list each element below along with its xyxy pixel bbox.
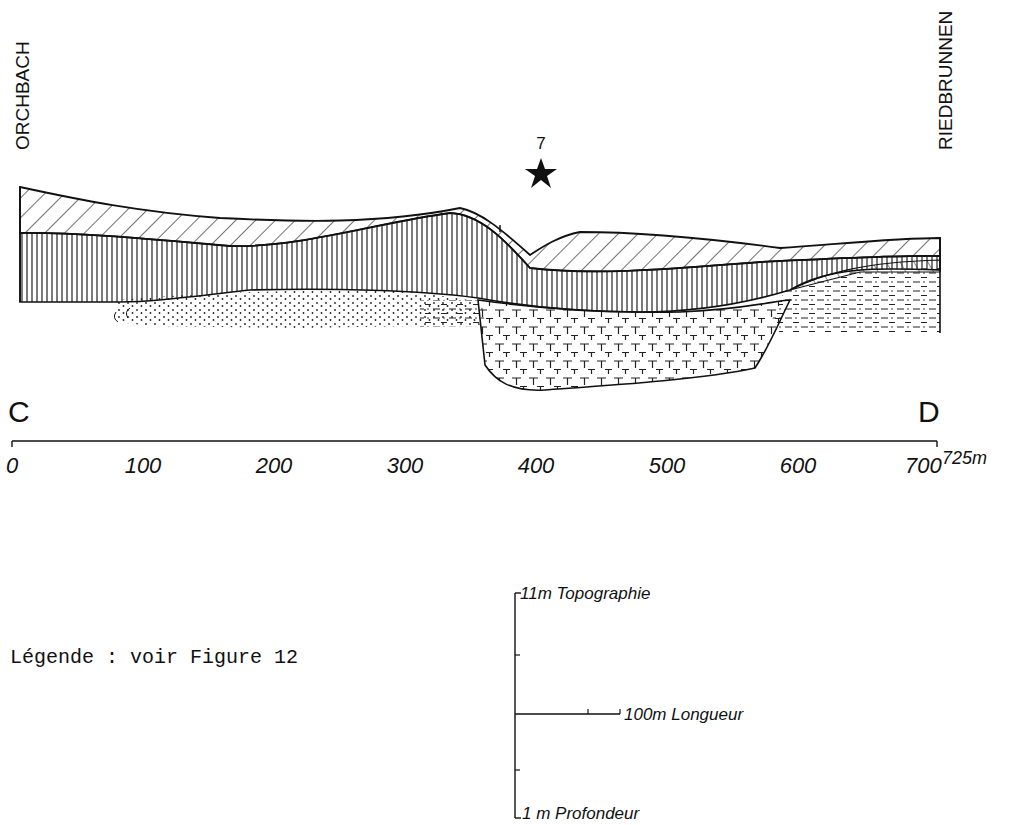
axis-tick: 0 [6,455,18,477]
callout-number: 7 [536,135,545,152]
scale-label: 100m Longueur [624,706,743,723]
section-end: D [918,397,940,427]
axis-tick: 700 [905,455,942,477]
axis-tick: 400 [518,455,555,477]
axis-tick: 600 [780,455,817,477]
legend-note: Légende : voir Figure 12 [10,648,298,668]
axis-end: 725m [942,449,987,467]
section-end: C [8,397,30,427]
axis-tick: 200 [256,455,293,477]
axis-tick: 300 [387,455,424,477]
scale-label: 11m Topographie [520,585,650,602]
axis-tick: 500 [649,455,686,477]
place-name: RIEDBRUNNEN [936,11,955,150]
site-star [525,158,557,188]
scale-label: 1 m Profondeur [522,805,639,822]
axis-tick: 100 [125,455,162,477]
place-name: ORCHBACH [13,41,32,150]
